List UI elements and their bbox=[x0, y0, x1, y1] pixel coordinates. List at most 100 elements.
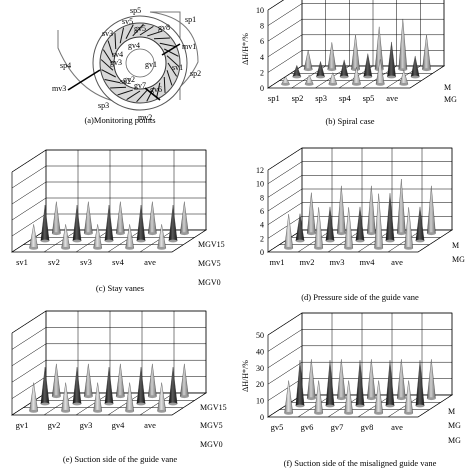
cone-base bbox=[352, 82, 361, 86]
series-label: M bbox=[448, 407, 455, 416]
cone-base bbox=[136, 402, 146, 406]
point-label-gv7: gv7 bbox=[134, 81, 146, 90]
vane-blade bbox=[110, 86, 127, 89]
series-label: MGV5 bbox=[200, 421, 223, 430]
vane-blade bbox=[164, 48, 179, 57]
gridline-side bbox=[267, 0, 284, 11]
cone-base bbox=[344, 246, 353, 250]
cone-base bbox=[427, 232, 436, 236]
gridline-floor bbox=[43, 229, 79, 253]
gridline-side bbox=[11, 213, 47, 237]
gridline-side bbox=[267, 345, 303, 369]
cone-base bbox=[339, 75, 349, 79]
cone-base bbox=[367, 232, 376, 236]
category-label-sp2: sp2 bbox=[292, 93, 304, 103]
cone-base bbox=[344, 411, 353, 415]
gridline-side bbox=[267, 378, 303, 401]
cone-base bbox=[415, 404, 425, 408]
gridline-side bbox=[11, 376, 47, 399]
cone-base bbox=[327, 68, 337, 72]
vane-blade bbox=[146, 87, 155, 102]
y-tick-label: 8 bbox=[260, 193, 264, 202]
cone-base bbox=[72, 239, 82, 243]
vane-blade bbox=[155, 82, 161, 99]
point-label-gv5: gv5 bbox=[134, 24, 146, 33]
category-label-gv2: gv2 bbox=[48, 420, 61, 430]
cone-base bbox=[284, 411, 293, 415]
category-label-gv7: gv7 bbox=[331, 422, 344, 432]
category-label-gv5: gv5 bbox=[271, 422, 284, 432]
cone-base bbox=[40, 239, 50, 243]
series-label: MG bbox=[444, 95, 457, 104]
panel-caption: (d) Pressure side of the guide vane bbox=[301, 292, 419, 302]
gridline-floor bbox=[297, 229, 333, 253]
diagram-caption: (a)Monitoring points bbox=[84, 115, 155, 125]
y-tick-label: 12 bbox=[256, 166, 264, 175]
cone-base bbox=[328, 82, 338, 86]
gridline-side bbox=[11, 359, 47, 383]
cone-base bbox=[415, 239, 425, 243]
vane-blade bbox=[102, 49, 113, 64]
category-label-gv6: gv6 bbox=[301, 422, 314, 432]
cone-base bbox=[61, 409, 70, 413]
y-tick-label: 8 bbox=[260, 22, 264, 31]
series-label: MG bbox=[448, 421, 461, 430]
arrow-mv1 bbox=[161, 43, 181, 56]
gridline-floor bbox=[387, 229, 423, 253]
cone-base bbox=[304, 82, 314, 86]
series-label: M bbox=[452, 241, 459, 250]
category-label-ave: ave bbox=[391, 422, 403, 432]
gridline-floor bbox=[267, 229, 303, 253]
series-label: MGV0 bbox=[198, 278, 221, 287]
gridline-floor bbox=[327, 229, 363, 253]
point-label-sv3: sv3 bbox=[102, 29, 113, 38]
y-tick-label: 4 bbox=[260, 221, 264, 230]
cone-base bbox=[397, 397, 406, 401]
point-label-sv4: sv4 bbox=[112, 50, 123, 59]
point-label-gv1: gv1 bbox=[145, 60, 157, 69]
category-label-sp5: sp5 bbox=[363, 93, 375, 103]
cone-base bbox=[84, 232, 93, 236]
gridline-floor bbox=[75, 392, 111, 416]
gridline-side bbox=[267, 34, 303, 58]
category-label-sp4: sp4 bbox=[339, 93, 352, 103]
series-label: MGV15 bbox=[198, 240, 225, 249]
diagram-panel: sp1sp2sp3sp4sp5sv1sv2sv3sv4sv5gv1gv2gv3g… bbox=[52, 6, 201, 125]
cone-base bbox=[104, 402, 114, 406]
cone-base bbox=[325, 239, 335, 243]
panel-caption: (b) Spiral case bbox=[325, 116, 374, 126]
arrow-mv2 bbox=[144, 87, 161, 101]
cone-base bbox=[116, 395, 125, 399]
vane-blade bbox=[119, 27, 125, 44]
category-label-gv8: gv8 bbox=[361, 422, 374, 432]
gridline-floor bbox=[43, 392, 79, 416]
vane-blade bbox=[166, 55, 180, 67]
gridline-side bbox=[267, 175, 303, 198]
cone-base bbox=[168, 402, 178, 406]
cone-base bbox=[52, 232, 61, 236]
y-tick-label: 30 bbox=[256, 364, 264, 373]
point-label-gv3: gv3 bbox=[110, 58, 122, 67]
series-label: MG bbox=[448, 436, 461, 445]
point-label-mv3: mv3 bbox=[52, 84, 66, 93]
cone-base bbox=[93, 246, 102, 250]
cone-base bbox=[404, 246, 413, 250]
cone-base bbox=[397, 232, 406, 236]
cone-base bbox=[136, 239, 146, 243]
cone-base bbox=[116, 232, 125, 236]
cone-base bbox=[387, 75, 396, 79]
cone-base bbox=[148, 395, 157, 399]
vane-blade bbox=[101, 69, 116, 78]
monitoring-point-labels: sp1sp2sp3sp4sp5sv1sv2sv3sv4sv5gv1gv2gv3g… bbox=[52, 6, 201, 122]
point-label-sp1: sp1 bbox=[185, 15, 196, 24]
gridline-side bbox=[267, 188, 303, 212]
gridline-side bbox=[267, 202, 303, 225]
vane-blade bbox=[136, 89, 148, 103]
gridline-side bbox=[11, 327, 47, 350]
cone-base bbox=[399, 82, 409, 86]
